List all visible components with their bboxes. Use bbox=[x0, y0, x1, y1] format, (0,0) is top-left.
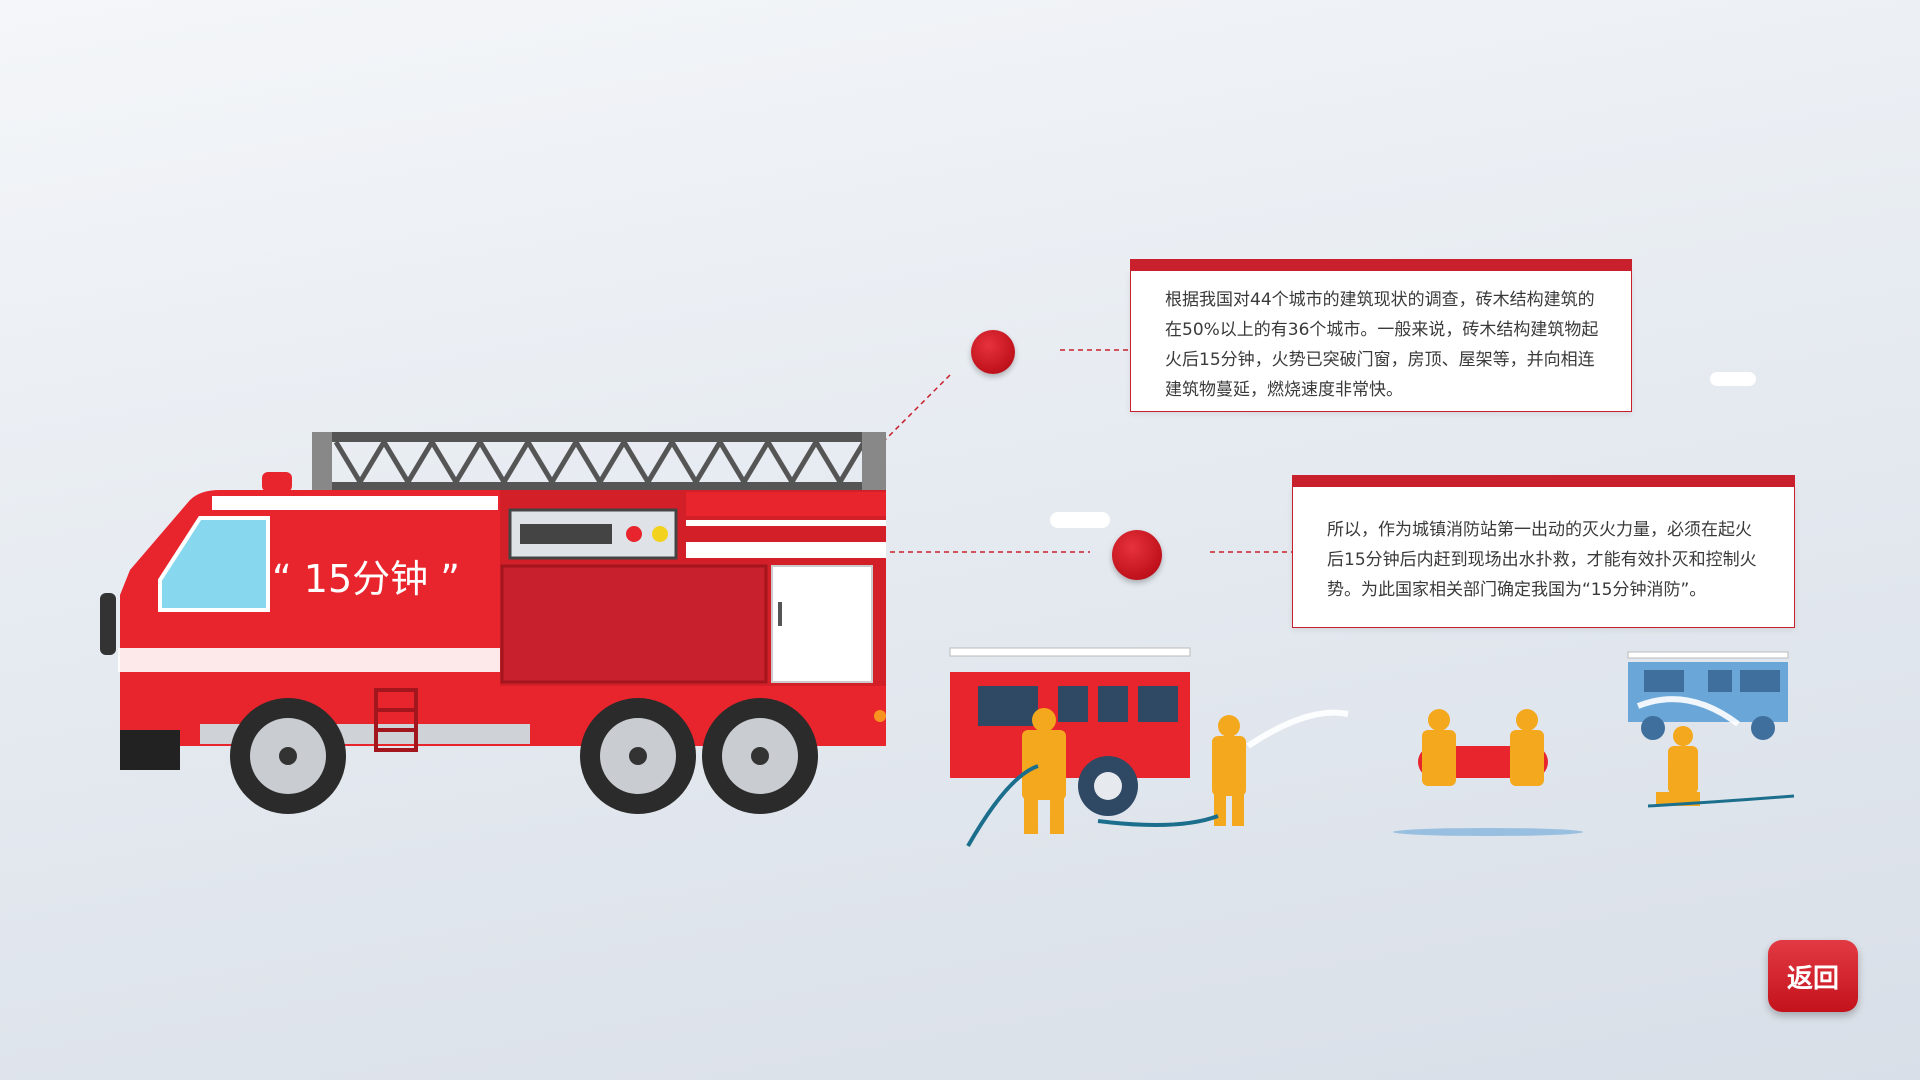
info-card-text: 根据我国对44个城市的建筑现状的调查，砖木结构建筑的在50%以上的有36个城市。… bbox=[1165, 290, 1599, 400]
info-card-2: 所以，作为城镇消防站第一出动的灭火力量，必须在起火后15分钟后内赶到现场出水扑救… bbox=[1292, 475, 1795, 628]
cloud-decoration bbox=[1710, 372, 1756, 386]
info-card-text: 所以，作为城镇消防站第一出动的灭火力量，必须在起火后15分钟后内赶到现场出水扑救… bbox=[1327, 520, 1757, 600]
truck-door-label: “ 15分钟 ” bbox=[272, 557, 460, 601]
back-button[interactable]: 返回 bbox=[1768, 940, 1858, 1012]
wheel bbox=[230, 698, 346, 814]
marker-dot-2 bbox=[1112, 530, 1162, 580]
firefighters-scene bbox=[949, 647, 1795, 847]
info-card-header-bar bbox=[1130, 259, 1632, 271]
wheel bbox=[702, 698, 818, 814]
marker-dot-1 bbox=[971, 330, 1015, 374]
wheel bbox=[580, 698, 696, 814]
info-card-header-bar bbox=[1292, 475, 1795, 487]
cloud-decoration bbox=[1050, 512, 1110, 528]
info-card-1: 根据我国对44个城市的建筑现状的调查，砖木结构建筑的在50%以上的有36个城市。… bbox=[1130, 259, 1632, 412]
fire-truck-illustration: “ 15分钟 ” bbox=[100, 432, 886, 814]
